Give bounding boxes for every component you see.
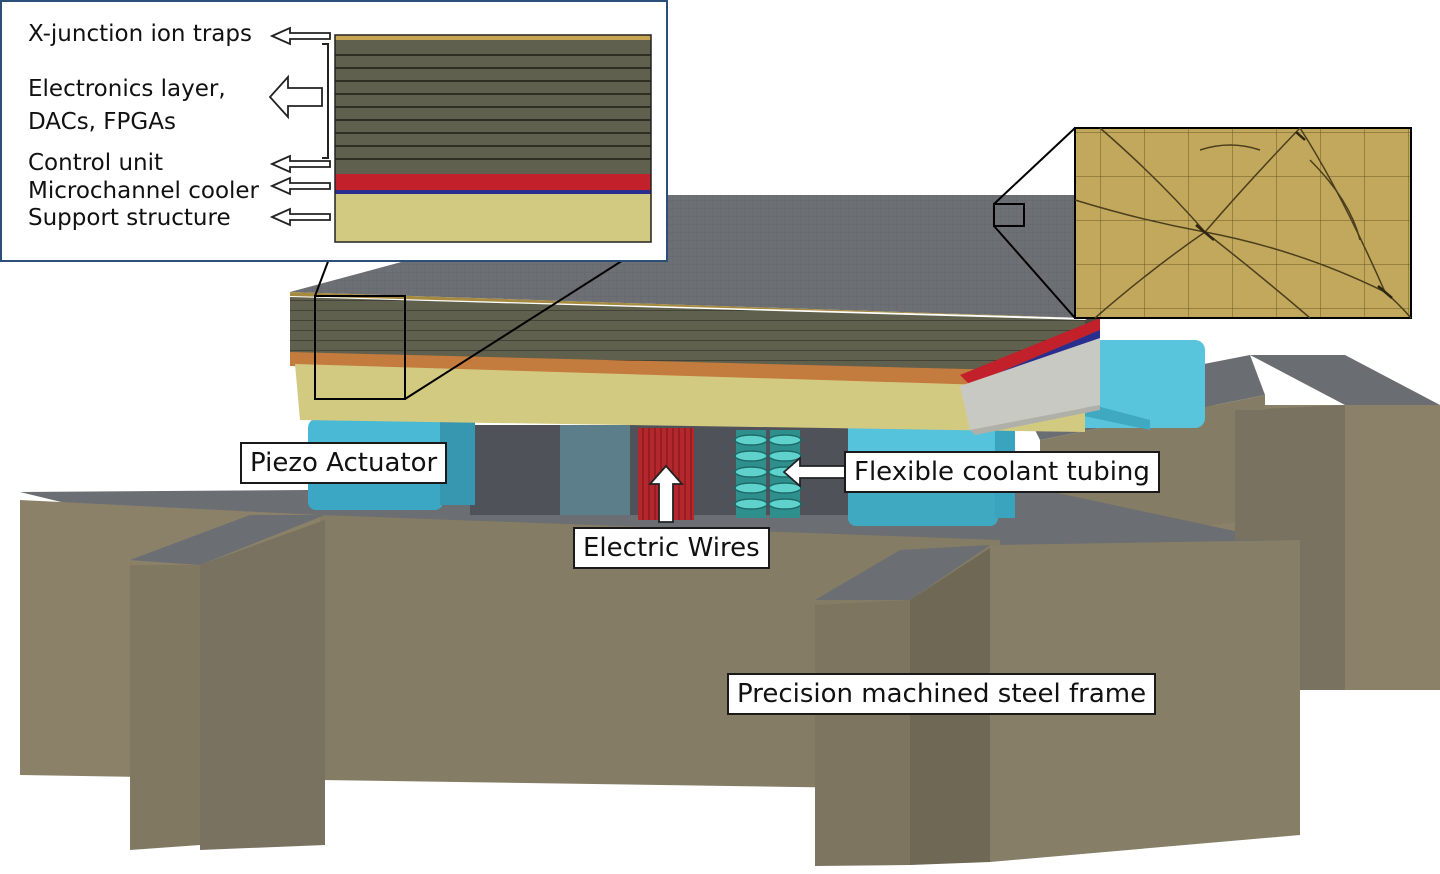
- coolant-tubing: [734, 430, 802, 518]
- ion-trap-chip-inset: [1074, 127, 1412, 319]
- chip-zoom-marker: [993, 203, 1025, 227]
- label-ion-traps: X-junction ion traps: [28, 21, 252, 47]
- inset-arrows: [268, 26, 331, 227]
- label-support-structure: Support structure: [28, 205, 231, 231]
- label-electronics-line1: Electronics layer,: [28, 76, 226, 102]
- layer-stack-inset: [0, 0, 668, 262]
- label-microchannel-cooler: Microchannel cooler: [28, 178, 260, 204]
- label-control-unit: Control unit: [28, 150, 164, 176]
- callout-steel-frame: Precision machined steel frame: [727, 673, 1157, 715]
- callout-piezo-actuator: Piezo Actuator: [240, 442, 448, 484]
- callout-electric-wires: Electric Wires: [573, 527, 770, 569]
- platform-stack: [290, 195, 1100, 435]
- stack-zoom-marker: [314, 295, 406, 400]
- callout-coolant-tubing: Flexible coolant tubing: [844, 451, 1160, 493]
- label-electronics-line2: DACs, FPGAs: [28, 109, 176, 135]
